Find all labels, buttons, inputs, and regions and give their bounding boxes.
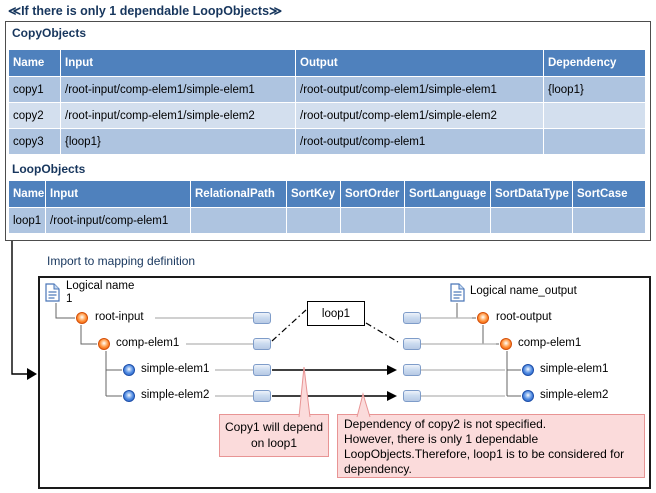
document-icon [45,283,60,302]
tree-node-label: simple-elem1 [141,363,210,375]
column-header: SortOrder [340,180,405,208]
complex-node-icon [76,312,88,324]
table-cell [490,207,573,234]
table-cell: /root-input/comp-elem1/simple-elem1 [60,76,296,103]
table-cell: /root-output/comp-elem1/simple-elem2 [295,102,544,129]
loop-objects-label: LoopObjects [12,162,86,176]
table-cell: loop1 [8,207,46,234]
table-row: loop1/root-input/comp-elem1 [8,207,646,234]
column-header: Input [60,49,296,77]
mapping-port [403,338,421,350]
column-header: Output [295,49,544,77]
column-header: SortKey [286,180,341,208]
table-cell: /root-input/comp-elem1/simple-elem2 [60,102,296,129]
flow-arrow-label: Import to mapping definition [47,254,196,268]
column-header: Name [8,49,61,77]
column-header: Input [45,180,191,208]
mapping-diagram-panel [38,276,651,489]
callout-line: LoopObjects.Therefore, loop1 is to be co… [344,447,625,461]
mapping-port [253,390,271,402]
copy-objects-label: CopyObjects [12,26,87,40]
page-title: ≪If there is only 1 dependable LoopObjec… [8,4,283,18]
table-row: copy3{loop1}/root-output/comp-elem1 [8,128,646,155]
table-cell [404,207,491,234]
column-header: SortCase [572,180,646,208]
table-cell: copy3 [8,128,61,155]
table-cell [286,207,341,234]
complex-node-icon [98,338,110,350]
input-doc-subtitle: 1 [66,293,73,305]
output-doc-title: Logical name_output [470,285,577,297]
table-cell [543,128,646,155]
table-row: copy1/root-input/comp-elem1/simple-elem1… [8,76,646,103]
table-cell [572,207,646,234]
simple-node-icon [522,364,534,376]
column-header: Dependency [543,49,646,77]
mapping-port [253,338,271,350]
input-doc-title: Logical name [66,280,135,292]
table-row: copy2/root-input/comp-elem1/simple-elem2… [8,102,646,129]
callout-copy2: Dependency of copy2 is not specified. Ho… [337,414,645,478]
mapping-port [403,312,421,324]
tree-node-label: simple-elem2 [540,389,609,401]
column-header: Name [8,180,46,208]
simple-node-icon [123,364,135,376]
loop-node-box: loop1 [307,301,365,326]
callout-line: Dependency of copy2 is not specified. [344,417,547,431]
tree-node-label: root-output [496,311,552,323]
mapping-port [253,364,271,376]
table-cell: copy1 [8,76,61,103]
table-cell: /root-input/comp-elem1 [45,207,191,234]
mapping-port [403,390,421,402]
mapping-port [253,312,271,324]
simple-node-icon [522,390,534,402]
table-cell [340,207,405,234]
column-header: SortDataType [490,180,573,208]
tree-node-label: root-input [95,311,144,323]
callout-line: However, there is only 1 dependable [344,432,539,446]
table-cell: {loop1} [60,128,296,155]
tree-node-label: simple-elem2 [141,389,210,401]
table-cell: /root-output/comp-elem1/simple-elem1 [295,76,544,103]
mapping-port [403,364,421,376]
table-cell: /root-output/comp-elem1 [295,128,544,155]
column-header: SortLanguage [404,180,491,208]
callout-copy1: Copy1 will depend on loop1 [219,414,329,457]
flow-arrow [11,241,37,380]
table-cell [543,102,646,129]
tree-node-label: comp-elem1 [518,337,582,349]
complex-node-icon [500,338,512,350]
table-cell: copy2 [8,102,61,129]
tree-node-label: simple-elem1 [540,363,609,375]
column-header: RelationalPath [190,180,287,208]
simple-node-icon [123,390,135,402]
document-icon [450,283,465,302]
table-cell [190,207,287,234]
tree-node-label: comp-elem1 [116,337,180,349]
callout-line: dependency. [344,462,412,476]
table-cell: {loop1} [543,76,646,103]
complex-node-icon [477,312,489,324]
